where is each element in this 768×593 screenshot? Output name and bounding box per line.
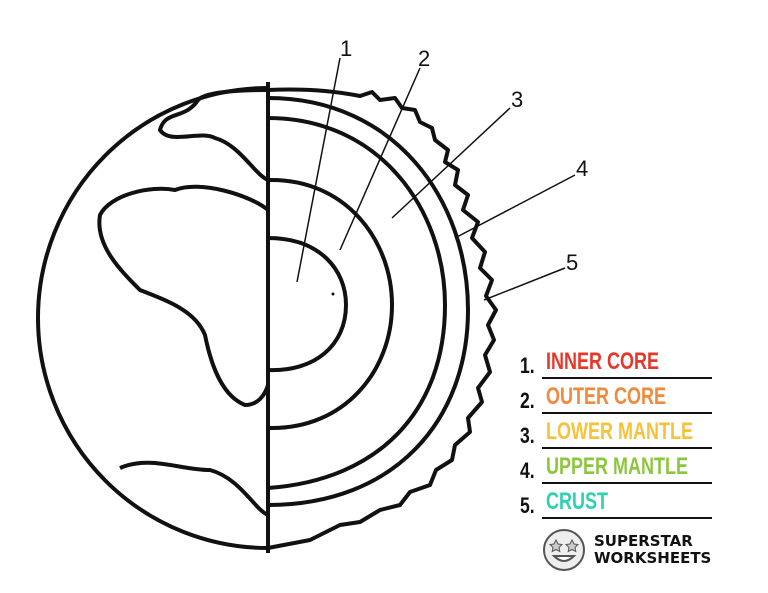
lower-mantle — [267, 116, 447, 490]
answer-text: UPPER MANTLE — [546, 453, 689, 480]
answer-key: 1. INNER CORE 2. OUTER CORE 3. LOWER MANTLE… — [520, 345, 720, 520]
answer-number: 3. — [520, 423, 535, 448]
star-face-icon — [543, 529, 585, 571]
globe-left-half — [36, 86, 269, 550]
logo-line-2: WORKSHEETS — [594, 549, 712, 567]
label-1: 1 — [340, 36, 352, 61]
answer-text: LOWER MANTLE — [546, 418, 693, 445]
continent-bottom — [119, 460, 269, 517]
label-5: 5 — [566, 250, 578, 275]
answer-text: CRUST — [546, 488, 609, 515]
label-4: 4 — [576, 156, 588, 181]
answer-number: 2. — [520, 388, 535, 413]
answer-number: 1. — [520, 353, 535, 378]
inner-core — [267, 236, 348, 373]
leader-lines — [296, 57, 576, 301]
answer-row-4: 4. UPPER MANTLE — [520, 450, 720, 485]
label-3: 3 — [511, 87, 523, 112]
continent-main — [97, 184, 270, 407]
answer-row-1: 1. INNER CORE — [520, 345, 720, 380]
upper-mantle — [267, 96, 470, 507]
outer-core — [267, 177, 394, 431]
logo-line-1: SUPERSTAR — [594, 532, 693, 550]
answer-number: 5. — [520, 493, 535, 518]
answer-row-2: 2. OUTER CORE — [520, 380, 720, 415]
answer-number: 4. — [520, 458, 535, 483]
answer-text: INNER CORE — [546, 348, 660, 375]
answer-row-3: 3. LOWER MANTLE — [520, 415, 720, 450]
continent-top — [158, 88, 269, 182]
label-2: 2 — [418, 46, 430, 71]
answer-row-5: 5. CRUST — [520, 485, 720, 520]
answer-text: OUTER CORE — [546, 383, 667, 410]
crust — [267, 87, 498, 550]
